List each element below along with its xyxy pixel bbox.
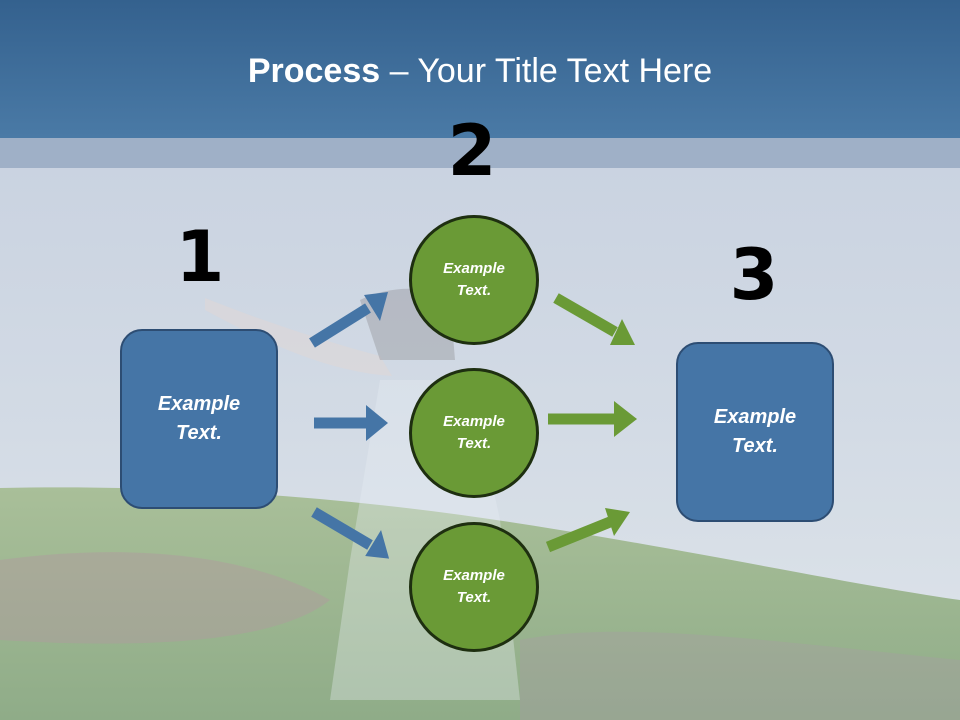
step-1-box-line1: Example [157, 393, 241, 415]
step-number-3: 3 [729, 234, 779, 316]
circle-bottom-line1: Example [443, 566, 505, 584]
arrow-left-to-bottom [311, 507, 390, 559]
arrow-middle-to-right [548, 401, 637, 437]
arrow-left-to-top [309, 292, 388, 348]
step-number-1: 1 [175, 216, 225, 298]
step-3-box-line1: Example [713, 406, 797, 428]
arrow-top-to-right [553, 293, 635, 345]
slide-title-rest: – Your Title Text Here [380, 52, 713, 90]
step-2-circle-middle[interactable]: Example Text. [409, 368, 539, 498]
step-1-box[interactable]: Example Text. [120, 329, 278, 509]
circle-bottom-line2: Text. [456, 589, 492, 606]
arrow-bottom-to-right [545, 508, 630, 553]
step-1-box-line2: Text. [176, 422, 222, 444]
step-3-box[interactable]: Example Text. [676, 342, 834, 522]
circle-middle-line1: Example [443, 412, 505, 430]
slide-title-bold: Process [247, 52, 381, 90]
step-3-box-line2: Text. [732, 435, 778, 457]
step-number-2: 2 [447, 110, 497, 192]
slide-title: Process – Your Title Text Here [0, 52, 960, 91]
step-2-circle-top[interactable]: Example Text. [409, 215, 539, 345]
title-sub-band [0, 138, 960, 168]
step-3-box-label: Example Text. [714, 403, 796, 461]
circle-top-line2: Text. [456, 282, 492, 299]
circle-middle-line2: Text. [456, 435, 492, 452]
title-bar [0, 0, 960, 138]
step-1-box-label: Example Text. [158, 390, 240, 448]
arrow-left-to-middle [314, 405, 388, 441]
step-2-circle-bottom[interactable]: Example Text. [409, 522, 539, 652]
circle-top-line1: Example [443, 259, 505, 277]
